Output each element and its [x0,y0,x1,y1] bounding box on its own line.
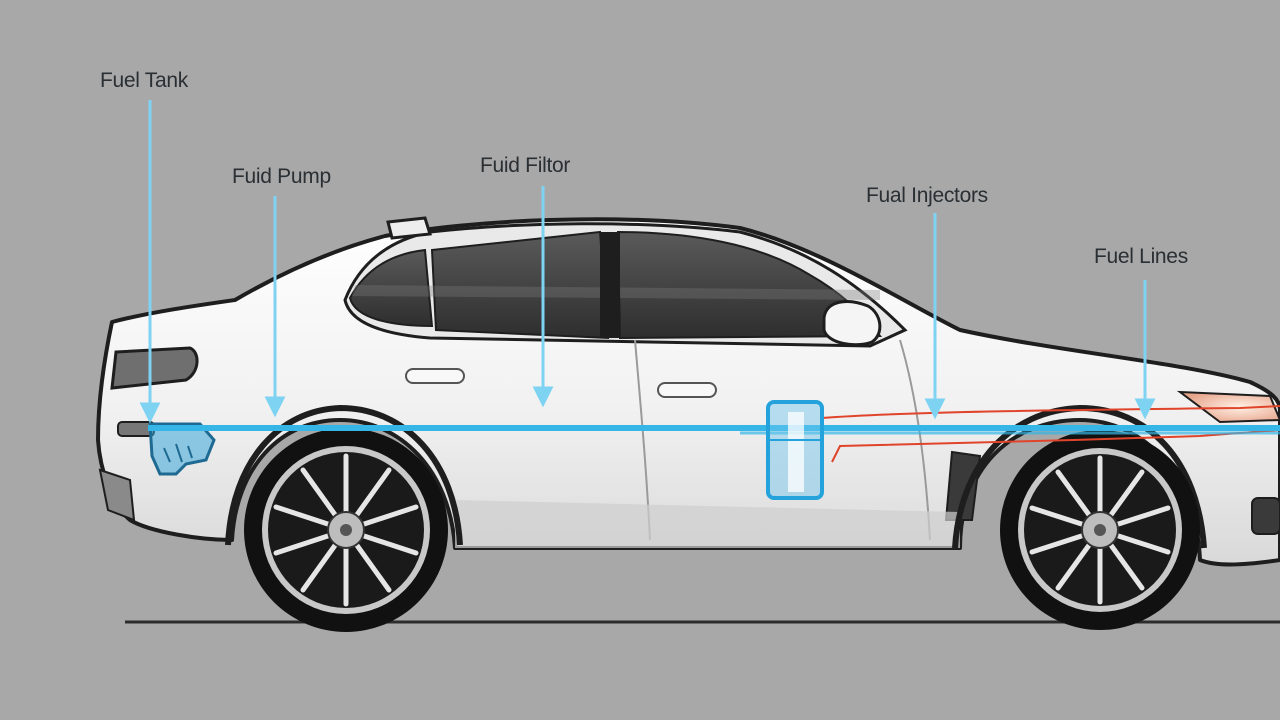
return-line-upper [821,405,1280,419]
fuel-tank-label: Fuel Tank [100,69,188,92]
rear-bumper-detail [98,468,136,522]
rear-window [348,248,434,328]
rear-door-handle [405,368,465,384]
headlight [1176,390,1280,424]
side-mirror [822,300,882,347]
front-wheel-arch [952,404,1207,549]
fuel-filter-label: Fuid Filtor [480,154,571,177]
taillight [110,346,199,390]
fuel-lines-label: Fuel Lines [1094,245,1188,268]
rear-wheel-arch [225,404,463,546]
rear-door-window [430,230,610,340]
rear-wheel [244,428,448,632]
front-door-handle [657,382,717,398]
b-pillar [600,232,620,338]
front-wheel [1000,430,1200,630]
fuel-injectors-label: Fual Injectors [866,184,988,207]
rear-spoiler [386,216,432,240]
fuel-pump-label: Fuid Pump [232,165,331,188]
return-line-lower [831,429,1280,463]
side-vent [944,450,982,521]
fuel-filter-canister [766,400,824,500]
